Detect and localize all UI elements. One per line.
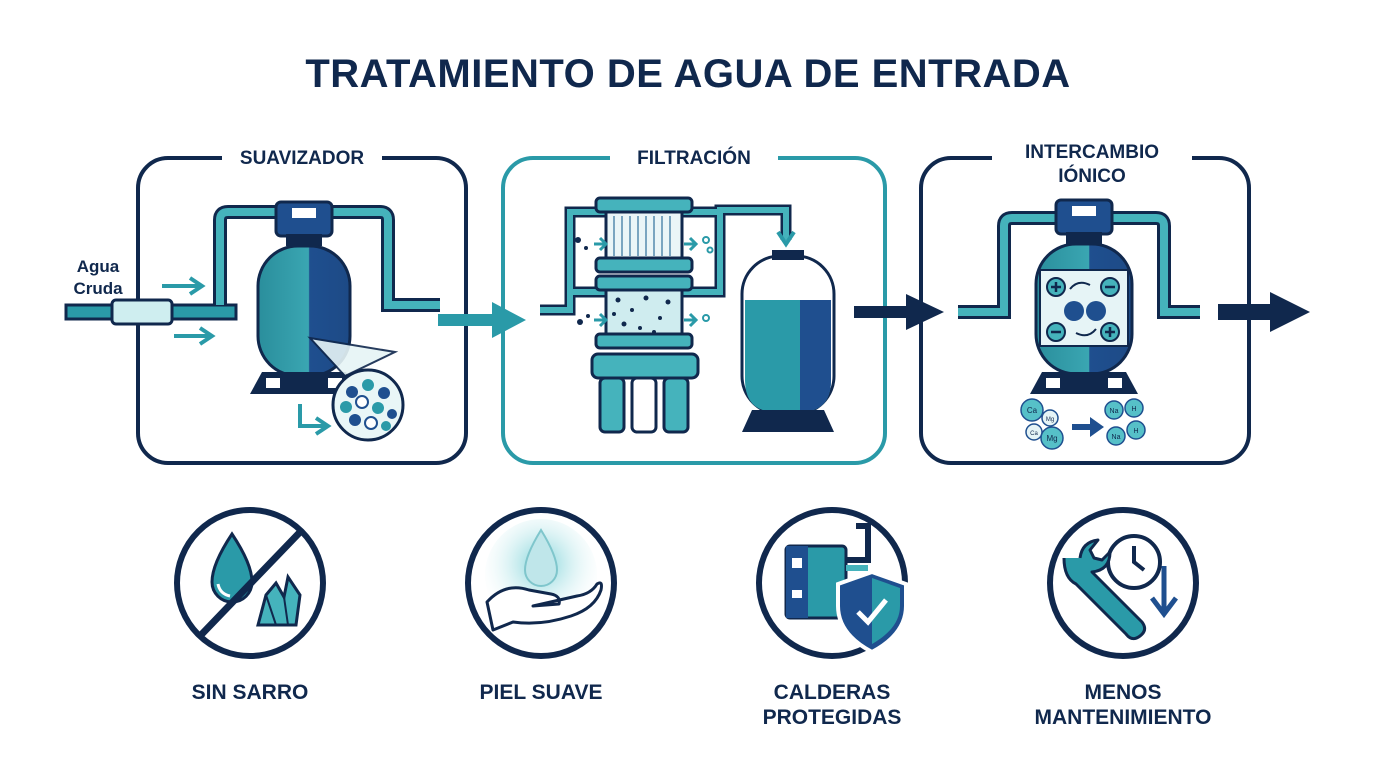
ion-exchange-arrow — [1072, 417, 1104, 437]
soft-skin-icon — [465, 507, 617, 659]
benefit-label-sin-sarro: SIN SARRO — [191, 681, 309, 704]
ion-after-2: Na — [1112, 434, 1121, 441]
benefit-label-piel-suave: PIEL SUAVE — [479, 681, 603, 704]
no-scale-icon — [174, 507, 326, 659]
raw-water-label-line1: Agua — [76, 257, 120, 276]
flow-arrow-2 — [854, 294, 944, 330]
ion-exchange-tank — [958, 198, 1200, 394]
benefit-label-calderas-line1: CALDERAS — [773, 681, 891, 704]
ion-before-1: Mg — [1046, 417, 1054, 423]
ion-before-0: Ca — [1027, 406, 1038, 415]
benefit-label-calderas: CALDERAS PROTEGIDAS — [702, 680, 962, 730]
ion-after-1: H — [1131, 406, 1136, 413]
protected-boiler-icon — [756, 507, 908, 659]
ion-after-0: Na — [1110, 408, 1119, 415]
benefit-label-mantenimiento: MENOS MANTENIMIENTO — [993, 680, 1253, 730]
stage-label-intercambio: INTERCAMBIO IÓNICO — [992, 141, 1192, 189]
maintenance-icon — [1047, 507, 1199, 659]
stage-label-intercambio-line2: IÓNICO — [1058, 166, 1126, 187]
filtration-unit — [540, 196, 836, 434]
flow-arrow-out — [1218, 292, 1310, 332]
benefit-label-calderas-line2: PROTEGIDAS — [762, 706, 902, 729]
page-title: TRATAMIENTO DE AGUA DE ENTRADA — [305, 52, 1071, 96]
raw-water-pipe — [64, 276, 238, 346]
ions-before: Ca Mg Ca Mg — [1020, 398, 1064, 450]
raw-water-label: Agua Cruda — [60, 256, 136, 300]
benefit-label-mantenimiento-line1: MENOS — [1084, 681, 1162, 704]
ions-after: Na H Na H — [1104, 398, 1146, 446]
benefit-label-mantenimiento-line2: MANTENIMIENTO — [1034, 706, 1212, 729]
flow-arrow-1 — [438, 302, 526, 338]
softener-tank — [213, 200, 440, 442]
stage-label-intercambio-line1: INTERCAMBIO — [1024, 142, 1160, 163]
raw-water-label-line2: Cruda — [73, 279, 123, 298]
ion-after-3: H — [1133, 428, 1138, 435]
stage-label-suavizador: SUAVIZADOR — [222, 147, 382, 171]
ion-before-3: Mg — [1046, 434, 1057, 443]
ion-before-2: Ca — [1030, 431, 1038, 437]
stage-label-filtracion: FILTRACIÓN — [610, 147, 778, 171]
